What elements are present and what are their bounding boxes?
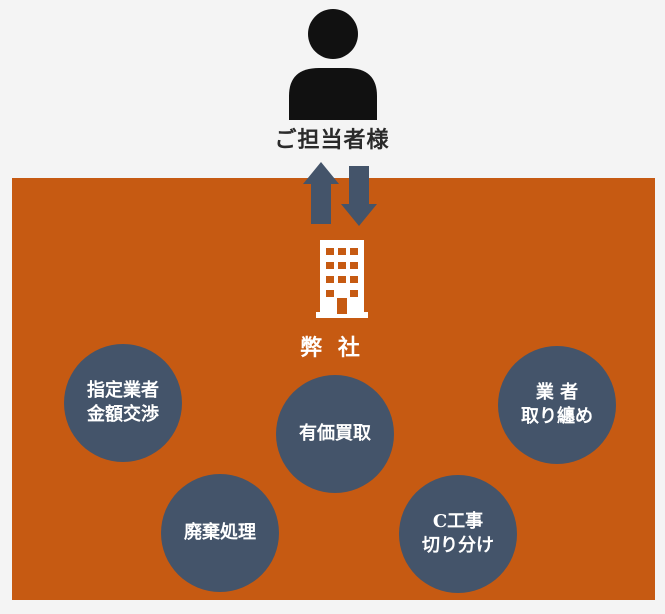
company-label: 弊 社 bbox=[300, 335, 364, 361]
service-text-line: 廃棄処理 bbox=[184, 521, 256, 543]
up-arrow-icon bbox=[303, 162, 339, 224]
service-circle-price-negotiation: 指定業者 金額交渉 bbox=[64, 344, 182, 462]
service-circle-contractor-coordination: 業 者 取り纏め bbox=[498, 346, 616, 464]
service-text-line: 金額交渉 bbox=[87, 404, 159, 425]
exchange-arrows bbox=[303, 162, 377, 226]
service-text-line: 業 者 bbox=[535, 381, 579, 403]
service-circle-c-work-separation: C工事 切り分け bbox=[399, 475, 517, 593]
customer-label: ご担当者様 bbox=[274, 127, 390, 153]
down-arrow-icon bbox=[341, 166, 377, 226]
service-text-line: 取り纏め bbox=[521, 406, 593, 427]
building-icon bbox=[316, 240, 368, 318]
service-text-line: C工事 bbox=[432, 510, 484, 532]
service-text-line: 指定業者 bbox=[87, 379, 159, 401]
service-circle-valuable-purchase: 有価買取 bbox=[276, 375, 394, 493]
person-icon bbox=[289, 9, 377, 120]
service-circle-disposal: 廃棄処理 bbox=[161, 474, 279, 592]
service-text-line: 有価買取 bbox=[299, 422, 371, 444]
service-text-line: 切り分け bbox=[422, 535, 494, 556]
